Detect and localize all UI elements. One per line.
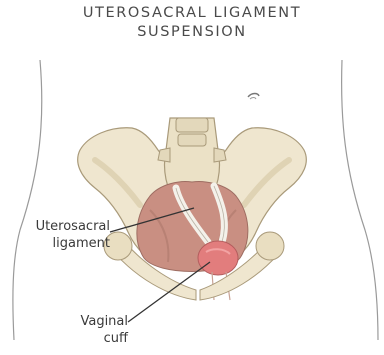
label-vaginal-cuff: Vaginal cuff — [40, 313, 128, 347]
label-uterosacral-line-2: ligament — [8, 235, 110, 252]
femoral-head-right — [256, 232, 284, 260]
label-uterosacral-ligament: Uterosacral ligament — [8, 218, 110, 252]
vertebra — [176, 118, 208, 132]
body-outline-left — [13, 60, 42, 340]
navel — [248, 94, 259, 98]
label-uterosacral-line-1: Uterosacral — [8, 218, 110, 235]
body-outline-right — [342, 60, 378, 340]
vaginal-cuff — [198, 241, 238, 275]
label-vaginal-line-1: Vaginal — [40, 313, 128, 330]
label-vaginal-line-2: cuff — [40, 330, 128, 347]
